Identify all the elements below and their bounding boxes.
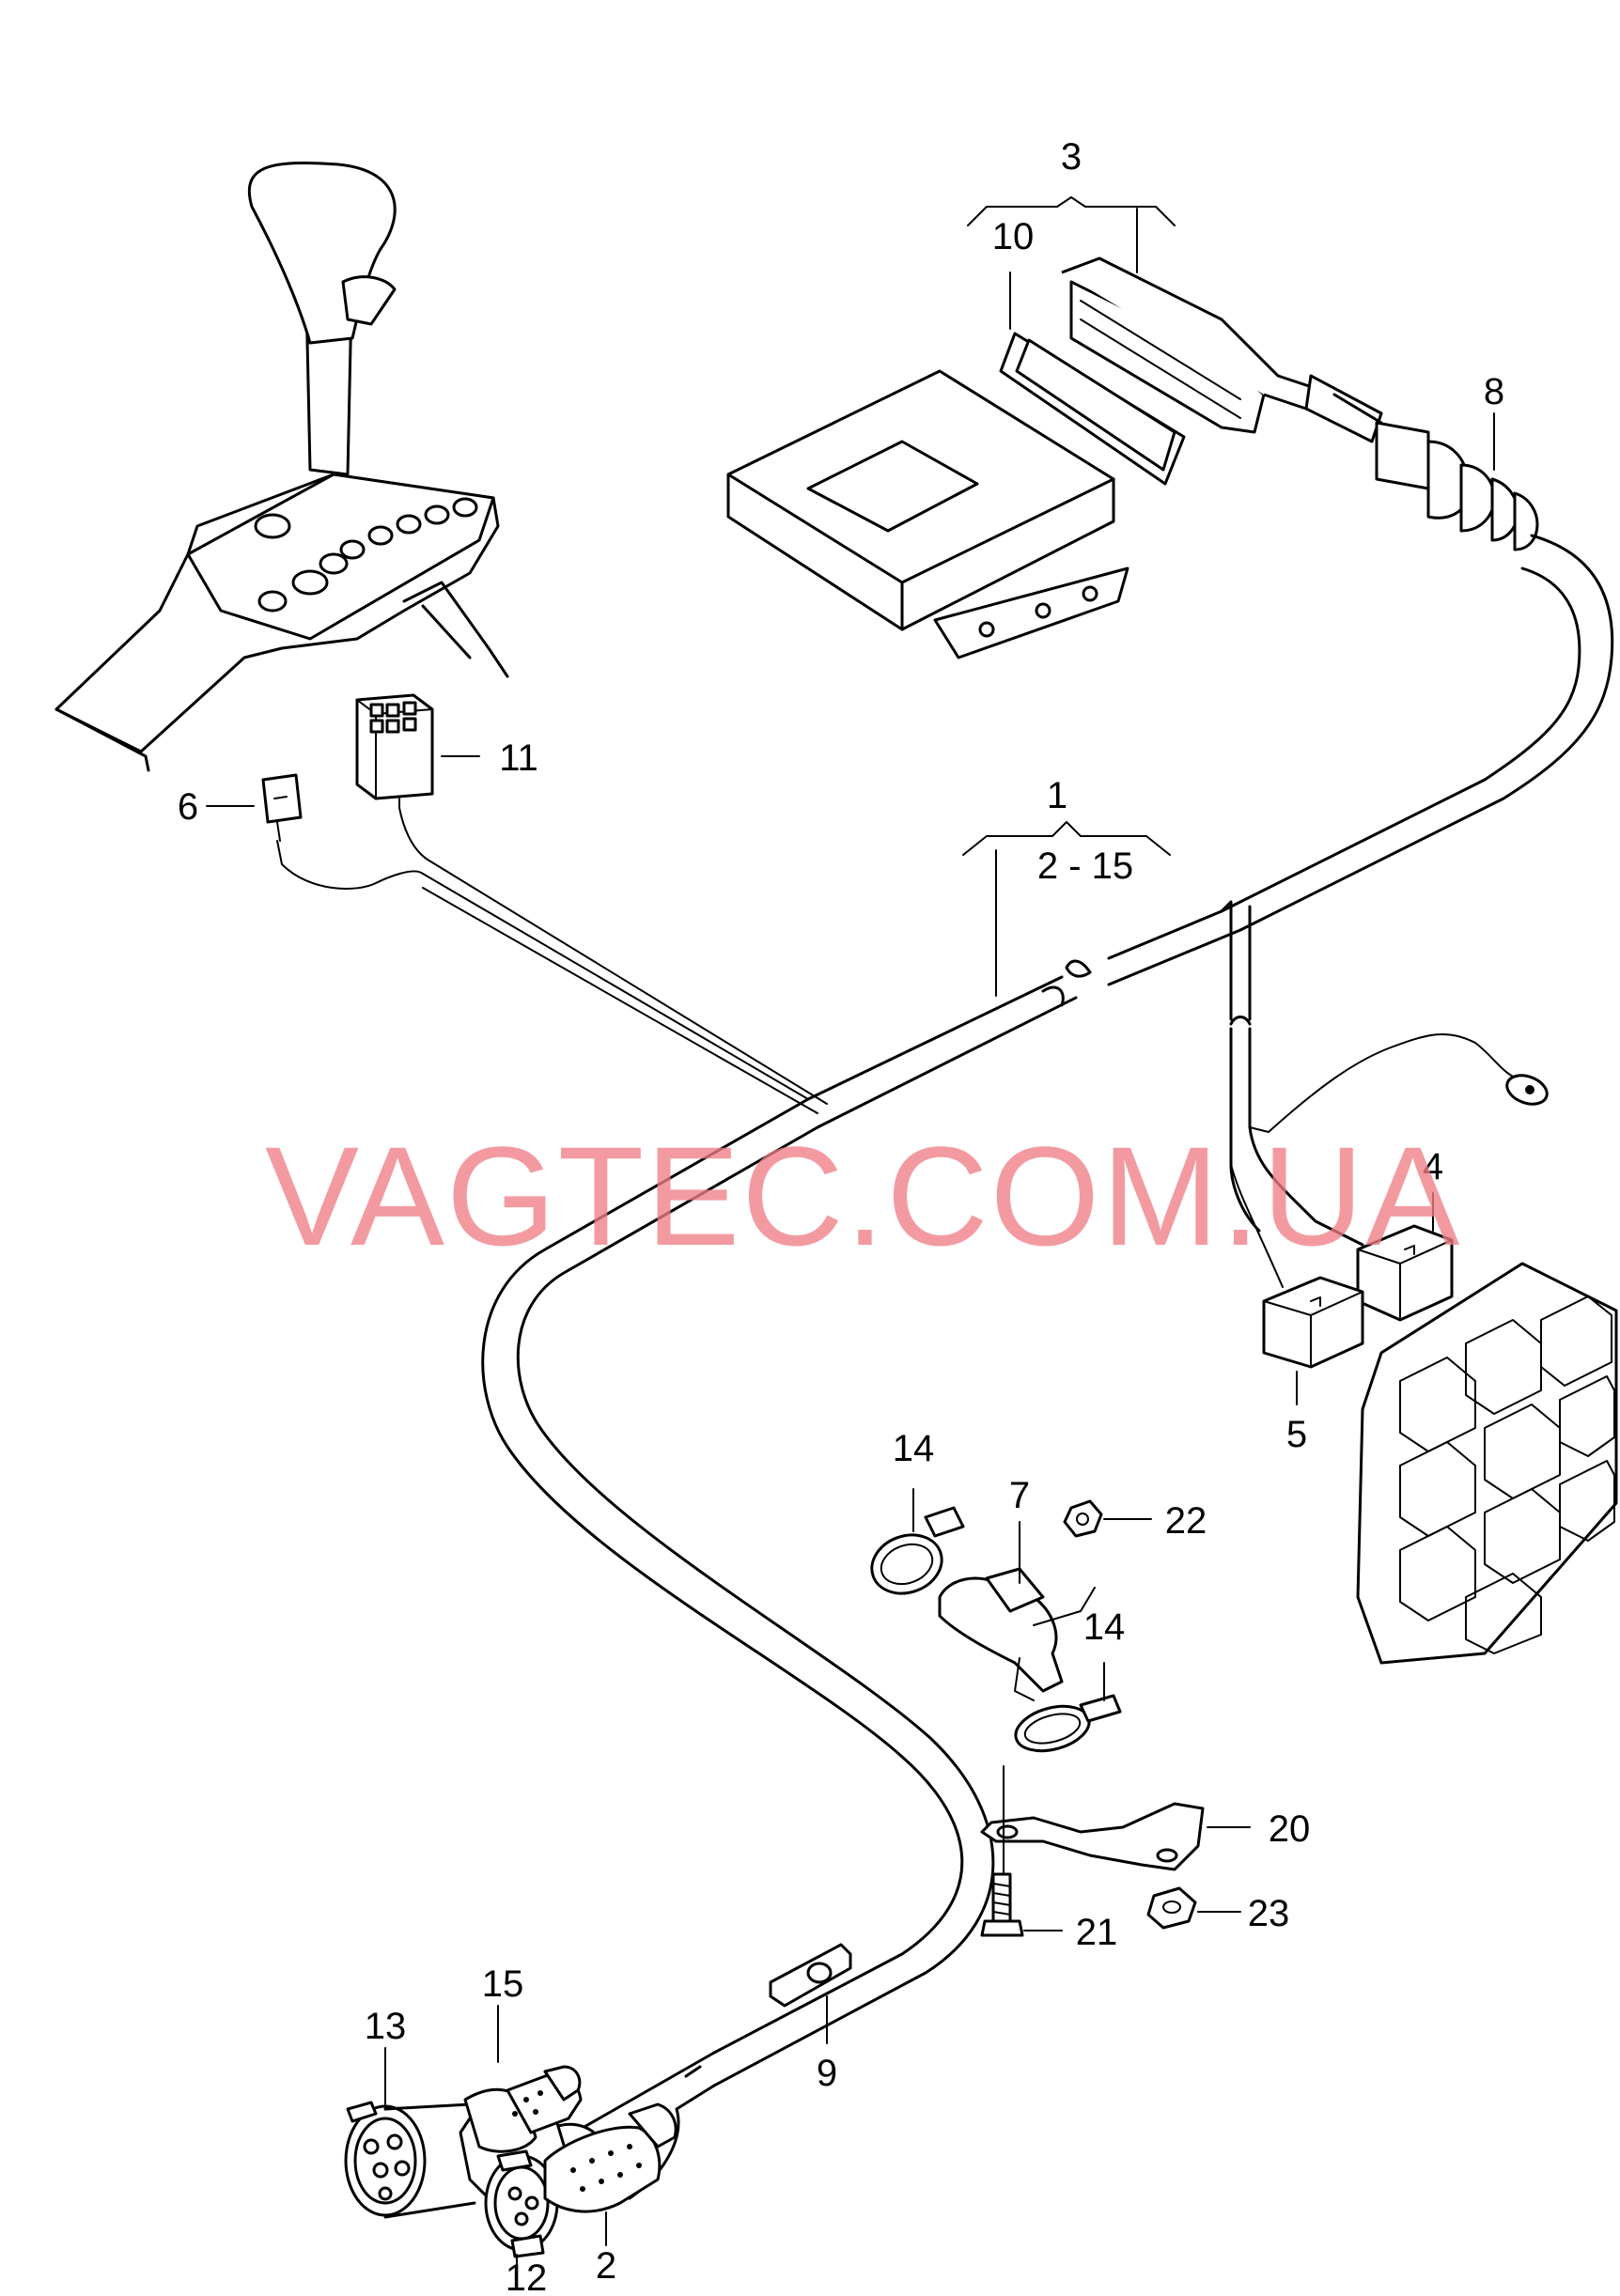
callout-5: 5 — [1286, 1414, 1307, 1455]
callout-22: 22 — [1165, 1500, 1207, 1542]
connector-6 — [261, 773, 303, 842]
cable-tie-14-lower — [1014, 1694, 1122, 1753]
callout-13: 13 — [365, 2006, 407, 2047]
callout-8: 8 — [1484, 371, 1504, 412]
nut-23 — [1146, 1886, 1197, 1930]
transmission-control-unit — [726, 369, 1129, 659]
wiring-harness — [276, 534, 1614, 2200]
bolt-21 — [980, 1872, 1024, 1937]
cable-tie-14-upper — [870, 1506, 965, 1595]
watermark: VAGTEC.COM.UA — [265, 1117, 1461, 1275]
callout-10: 10 — [992, 216, 1035, 257]
bracket-20 — [980, 1802, 1205, 1871]
callout-7: 7 — [1009, 1475, 1030, 1516]
clip-7 — [938, 1567, 1064, 1701]
nut-22 — [1063, 1499, 1103, 1538]
connector-11 — [355, 693, 434, 800]
connector-5 — [1262, 1276, 1364, 1369]
relay-carrier — [1356, 1262, 1618, 1665]
callout-14-upper: 14 — [893, 1428, 935, 1469]
callout-4: 4 — [1423, 1146, 1443, 1187]
callout-6: 6 — [178, 786, 198, 828]
callout-1-range: 2 - 15 — [1037, 845, 1133, 887]
callout-23: 23 — [1248, 1893, 1290, 1934]
ecu-connector-assembly — [999, 256, 1539, 551]
callout-20: 20 — [1269, 1808, 1311, 1850]
gear-selector-assembly — [55, 162, 509, 772]
callout-2: 2 — [596, 2245, 616, 2287]
callout-1: 1 — [1047, 775, 1067, 816]
callout-labels: 1 2 - 15 2 3 4 5 6 7 8 9 10 11 12 13 14 … — [178, 136, 1504, 2296]
connector-12 — [484, 2149, 559, 2258]
callout-12: 12 — [506, 2257, 548, 2296]
callout-15: 15 — [482, 1963, 524, 2005]
connector-2-boot — [543, 2102, 678, 2213]
callout-11: 11 — [499, 737, 538, 779]
callout-21: 21 — [1076, 1912, 1118, 1953]
callout-14-lower: 14 — [1083, 1606, 1126, 1648]
connector-15-boot — [463, 2065, 583, 2153]
holder-9 — [769, 1943, 852, 2008]
leader-lines — [206, 196, 1495, 2279]
callout-9: 9 — [817, 2053, 837, 2094]
callout-3: 3 — [1061, 136, 1082, 178]
